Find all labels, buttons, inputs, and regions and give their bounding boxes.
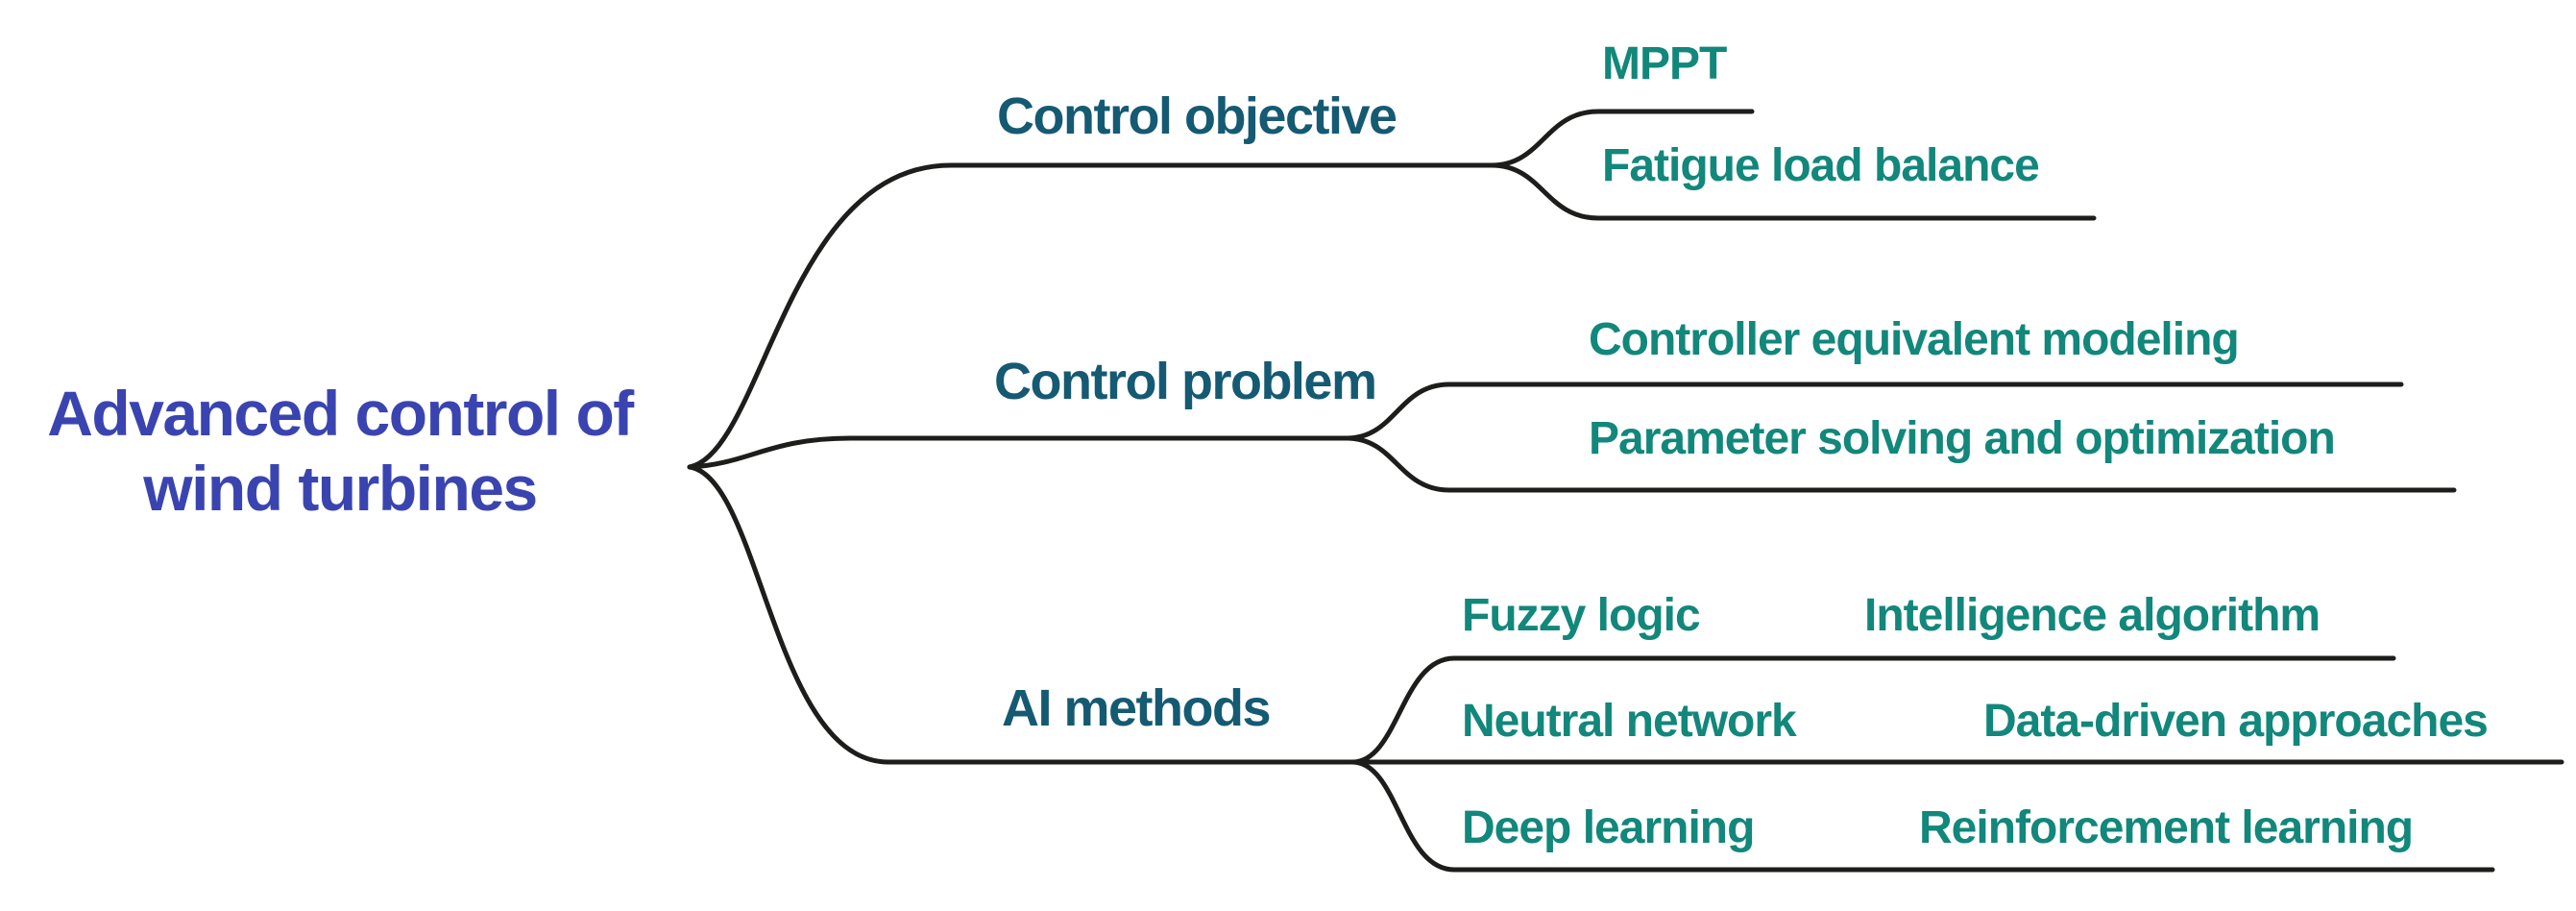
- edge-control-problem-to-modeling: [1344, 382, 2404, 441]
- leaf-label-parameter-solving-and-optimization: Parameter solving and optimization: [1589, 413, 2336, 464]
- edge-control-problem-to-parameter: [1344, 435, 2457, 493]
- leaf-label-intelligence-algorithm: Intelligence algorithm: [1864, 590, 2321, 641]
- edge-control-objective-to-mppt: [1489, 109, 1755, 168]
- leaf-label-neutral-network: Neutral network: [1462, 696, 1797, 747]
- leaf-label-reinforcement-learning: Reinforcement learning: [1919, 802, 2414, 853]
- edge-root-to-control-objective: [687, 162, 1495, 470]
- root-node-label: Advanced control of wind turbines: [47, 378, 634, 524]
- leaf-label-fuzzy-logic: Fuzzy logic: [1462, 590, 1701, 641]
- leaf-label-data-driven-approaches: Data-driven approaches: [1983, 696, 2489, 747]
- leaf-label-controller-equivalent-modeling: Controller equivalent modeling: [1589, 314, 2240, 365]
- edge-control-objective-to-fatigue: [1489, 162, 2097, 221]
- edge-ai-methods-to-top-row: [1349, 655, 2396, 765]
- leaf-label-fatigue-load-balance: Fatigue load balance: [1602, 140, 2040, 191]
- branch-label-control-problem: Control problem: [994, 353, 1377, 410]
- leaf-label-mppt: MPPT: [1602, 38, 1727, 89]
- edge-ai-methods-to-bottom-row: [1349, 759, 2495, 873]
- branch-label-control-objective: Control objective: [997, 87, 1397, 145]
- edge-root-to-ai-methods: [687, 464, 2564, 765]
- edge-root-to-control-problem: [687, 435, 1349, 470]
- branch-label-ai-methods: AI methods: [1002, 679, 1272, 737]
- leaf-label-deep-learning: Deep learning: [1462, 802, 1755, 853]
